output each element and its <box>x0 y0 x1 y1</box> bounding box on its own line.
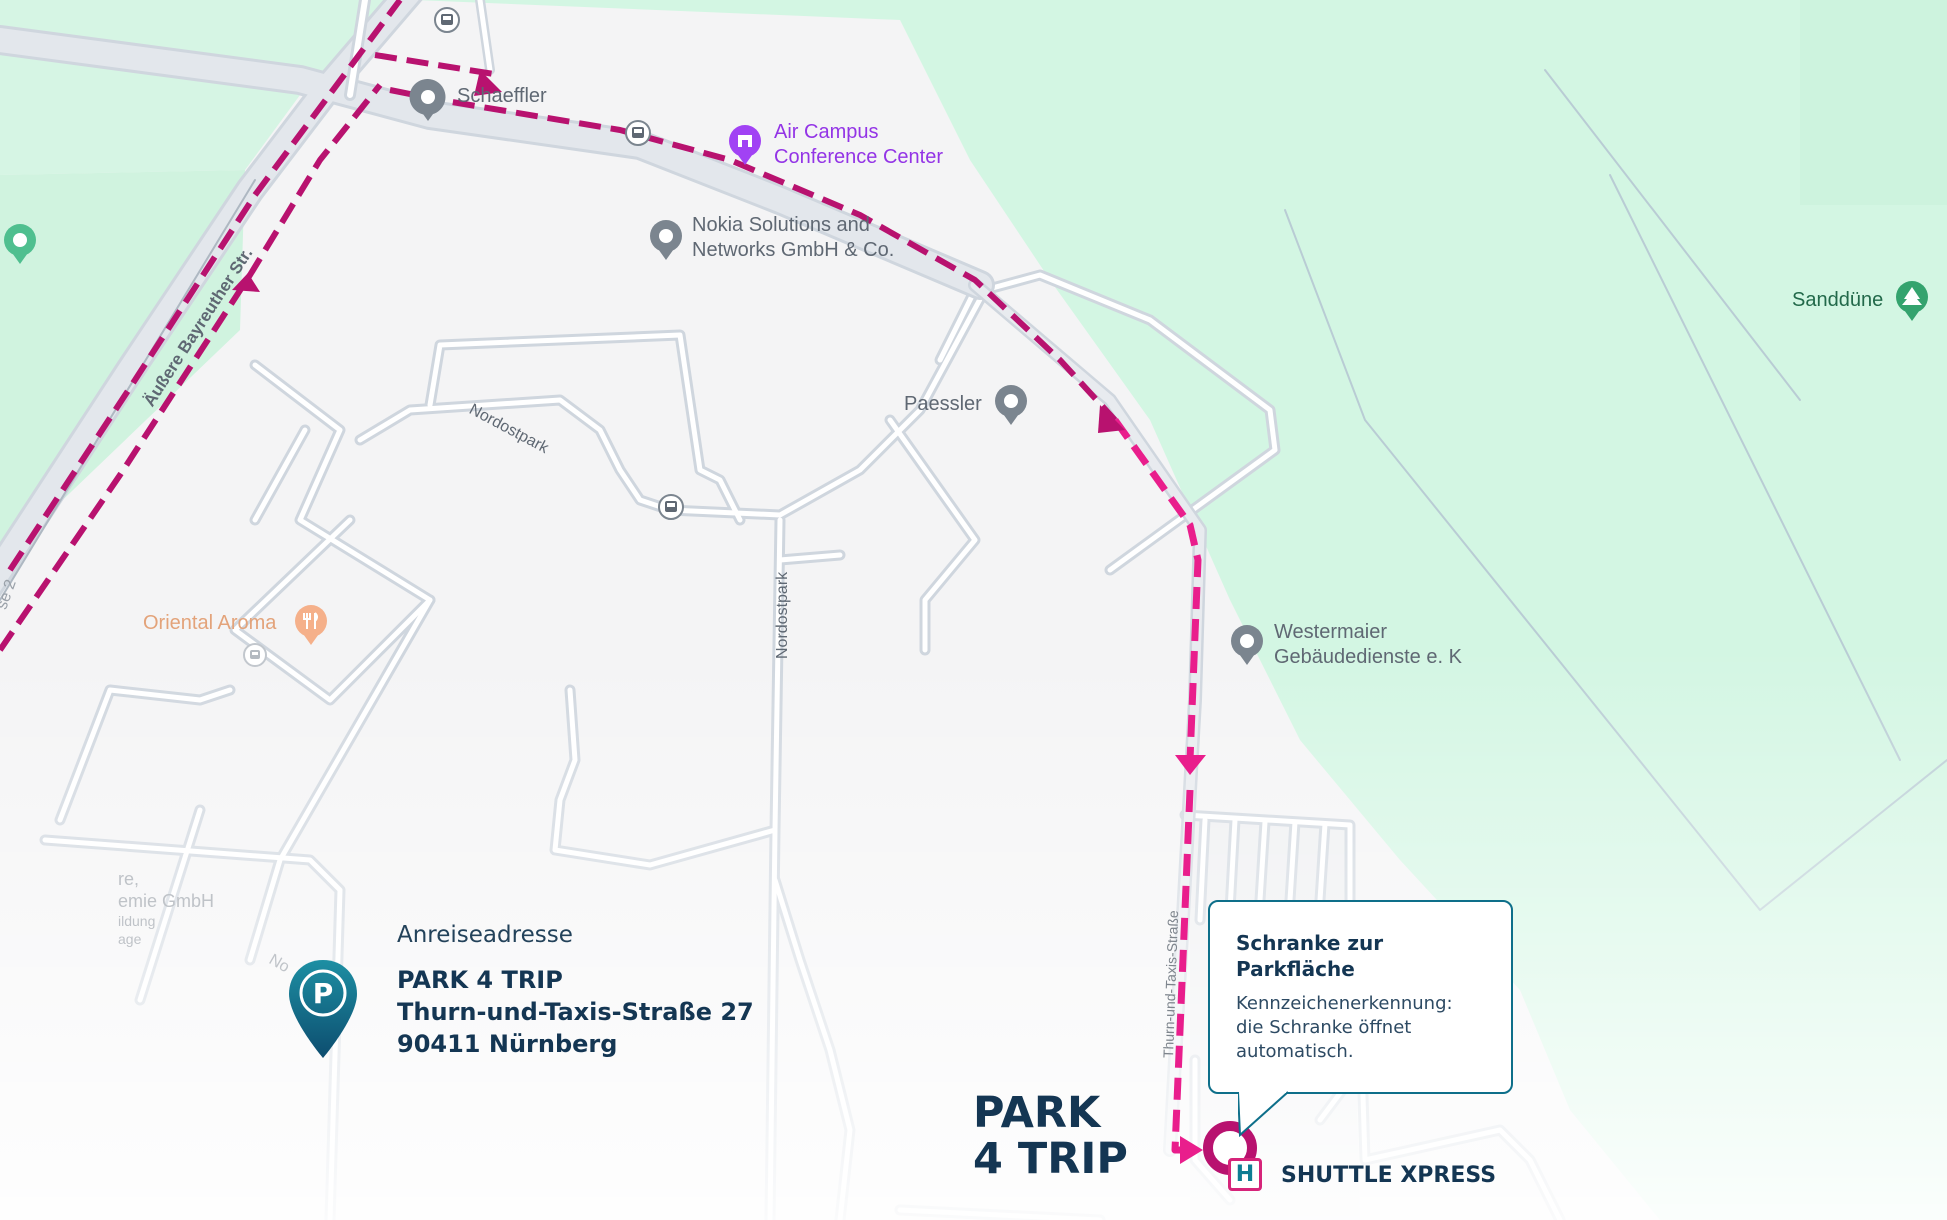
parking-pin-icon: P <box>289 960 357 1058</box>
bus-stop-icon <box>243 643 267 667</box>
poi-label-westermaier: Westermaier Gebäudedienste e. K <box>1274 620 1462 670</box>
address-block: PARK 4 TRIP Thurn-und-Taxis-Straße 27 90… <box>397 964 754 1060</box>
bus-stop-icon <box>434 7 460 33</box>
poi-label-oriental-aroma: Oriental Aroma <box>143 612 277 634</box>
address-heading: Anreiseadresse <box>397 922 573 948</box>
restaurant-pin-icon <box>295 605 327 645</box>
callout-title: Schranke zur Parkfläche <box>1236 930 1487 982</box>
tree-pin-icon <box>1896 281 1928 321</box>
road-label-nordostpark-vertical: Nordostpark <box>774 571 791 659</box>
major-roads <box>0 0 995 601</box>
bottom-fade <box>0 650 1947 1220</box>
poi-label-nokia: Nokia Solutions and Networks GmbH & Co. <box>692 213 894 263</box>
building-pin-icon <box>729 125 761 165</box>
parking-pin-letter: P <box>313 977 334 1010</box>
faint-line1: re, <box>118 869 140 889</box>
brand-line2: 4 TRIP <box>973 1134 1128 1184</box>
brand-line1: PARK <box>973 1088 1101 1138</box>
route-arrow <box>1098 405 1125 433</box>
callout-text: Kennzeichenerkennung: die Schranke öffne… <box>1236 992 1487 1064</box>
address-line3: 90411 Nürnberg <box>397 1030 618 1058</box>
callout-text-line3: automatisch. <box>1236 1041 1354 1062</box>
shuttle-label: SHUTTLE XPRESS <box>1281 1163 1497 1188</box>
faint-line2: emie GmbH <box>118 891 215 911</box>
poi-label-air-campus: Air Campus Conference Center <box>774 120 943 170</box>
place-pin-icon <box>995 385 1027 425</box>
route-arrow <box>1175 755 1206 775</box>
address-line1: PARK 4 TRIP <box>397 966 563 994</box>
faint-line4: age <box>118 931 142 947</box>
poi-label-westermaier-line2: Gebäudedienste e. K <box>1274 646 1462 668</box>
poi-label-nokia-line1: Nokia Solutions and <box>692 214 870 236</box>
shuttle-stop-icon: H <box>1228 1158 1262 1191</box>
route-arrow <box>232 273 260 292</box>
poi-label-westermaier-line1: Westermaier <box>1274 621 1387 643</box>
poi-label-air-campus-line1: Air Campus <box>774 121 879 143</box>
poi-label-sandduene: Sanddüne <box>1792 289 1884 311</box>
callout-pointer <box>1238 1091 1289 1137</box>
callout-text-line1: Kennzeichenerkennung: <box>1236 993 1453 1014</box>
poi-label-schaeffler: Schaeffler <box>457 85 547 107</box>
poi-label-faint-left: re, emie GmbH ildung age <box>118 868 214 948</box>
callout-title-line1: Schranke zur <box>1236 931 1384 955</box>
poi-label-paessler: Paessler <box>904 393 982 415</box>
bus-stop-icon <box>625 120 651 146</box>
bus-stop-icon <box>658 494 684 520</box>
callout-text-line2: die Schranke öffnet <box>1236 1017 1412 1038</box>
brand-logo-text: PARK 4 TRIP <box>973 1090 1128 1182</box>
poi-label-air-campus-line2: Conference Center <box>774 146 943 168</box>
address-line2: Thurn-und-Taxis-Straße 27 <box>397 998 754 1026</box>
poi-label-nokia-line2: Networks GmbH & Co. <box>692 239 895 261</box>
barrier-callout: Schranke zur Parkfläche Kennzeichenerken… <box>1208 900 1513 1094</box>
place-pin-icon <box>409 79 446 121</box>
route-arrows <box>232 70 1206 1164</box>
route-arrow <box>474 70 502 96</box>
faint-line3: ildung <box>118 913 156 929</box>
place-pin-icon <box>650 220 682 260</box>
route-arrow <box>1180 1136 1203 1164</box>
place-pin-icon <box>1231 625 1263 665</box>
place-pin-icon <box>4 224 36 264</box>
callout-title-line2: Parkfläche <box>1236 957 1355 981</box>
